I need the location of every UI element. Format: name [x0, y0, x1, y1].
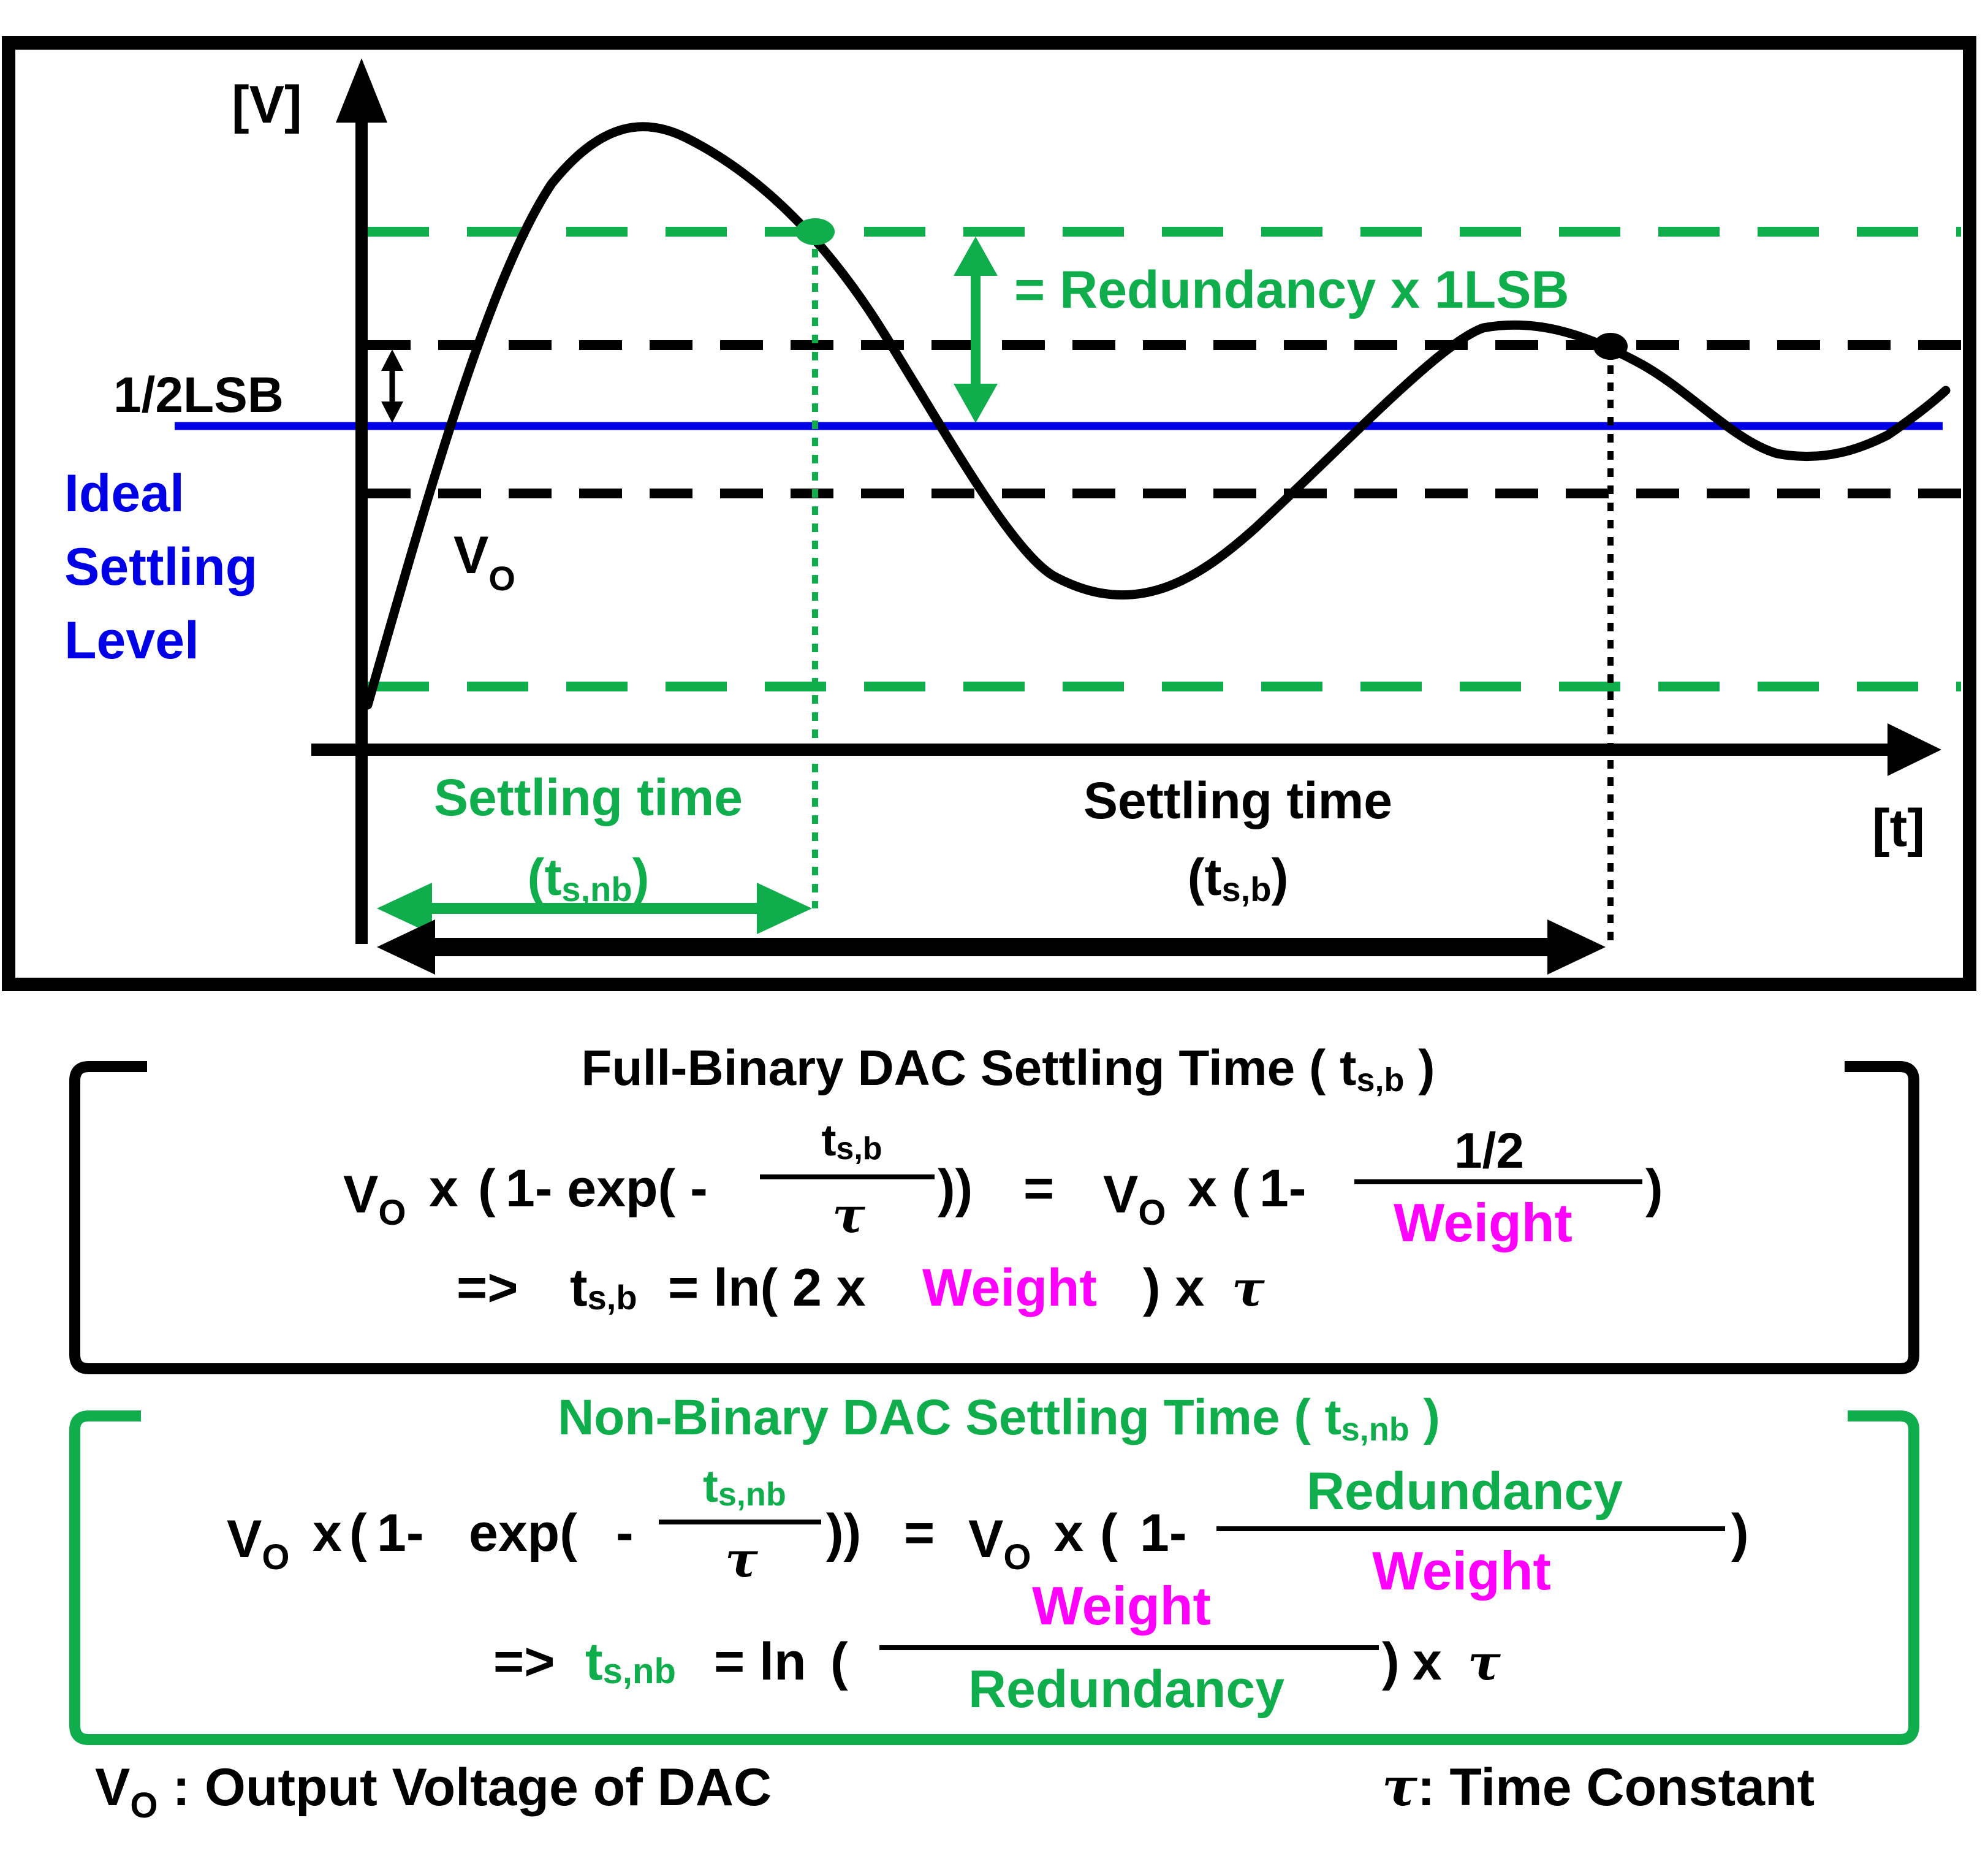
half-lsb-arrow-top-head: [381, 349, 403, 371]
full-binary-bracket: [69, 1061, 1919, 1374]
svg-text:): ): [1382, 1632, 1400, 1691]
svg-text:exp(: exp(: [469, 1504, 577, 1562]
svg-text:ts,nb: ts,nb: [585, 1632, 676, 1691]
ideal-label-line2: Settling: [64, 538, 257, 596]
redundancy-arrow-top-head: [954, 237, 998, 276]
non-binary-equation-1: VO x ( 1- exp( - ts,nb τ )) = VO x ( 1- …: [227, 1461, 1749, 1601]
svg-text:) x: ) x: [1143, 1258, 1205, 1317]
b-settling-label-line1: Settling time: [1083, 772, 1392, 829]
vo-label: VO: [453, 526, 515, 598]
half-lsb-arrow-bottom-head: [381, 401, 403, 423]
svg-text:(: (: [830, 1632, 848, 1691]
redundancy-arrow-bottom-head: [954, 384, 998, 423]
svg-text:Redundancy: Redundancy: [968, 1660, 1284, 1719]
svg-text:x: x: [1188, 1159, 1217, 1218]
svg-text:1-: 1-: [1140, 1504, 1186, 1562]
svg-text:Redundancy: Redundancy: [1307, 1462, 1623, 1521]
svg-text:Weight: Weight: [1394, 1192, 1573, 1253]
svg-text:1- exp( -: 1- exp( -: [506, 1159, 708, 1218]
svg-text:1/2: 1/2: [1454, 1123, 1524, 1179]
svg-text:= ln: = ln: [714, 1632, 806, 1691]
half-lsb-label: 1/2LSB: [113, 367, 284, 423]
b-span-right-head: [1547, 919, 1606, 975]
vo-waveform: [363, 122, 1951, 710]
vo-definition: VO : Output Voltage of DAC: [95, 1758, 772, 1825]
svg-text:VO: VO: [968, 1510, 1031, 1577]
b-settling-point: [1593, 333, 1628, 360]
b-settling-label-line2: (ts,b): [1188, 848, 1289, 908]
non-binary-title: Non-Binary DAC Settling Time ( ts,nb ): [558, 1390, 1440, 1448]
svg-text:x: x: [1413, 1632, 1442, 1691]
svg-text:(: (: [349, 1504, 367, 1562]
y-axis-label: [V]: [232, 75, 302, 134]
svg-text:VO: VO: [227, 1510, 290, 1577]
svg-text:x: x: [429, 1159, 458, 1218]
svg-text:τ: τ: [1232, 1260, 1265, 1317]
svg-text:Weight: Weight: [1032, 1575, 1211, 1636]
svg-text:x: x: [313, 1504, 342, 1562]
svg-text:1-: 1-: [377, 1504, 423, 1562]
redundancy-label: = Redundancy x 1LSB: [1014, 261, 1569, 319]
non-binary-bracket: [69, 1410, 1919, 1745]
svg-text:ts,b: ts,b: [821, 1116, 882, 1166]
svg-text:(: (: [478, 1159, 496, 1218]
svg-text:=: =: [1023, 1159, 1054, 1218]
graph-frame: [2, 36, 1976, 991]
svg-text:τ: τ: [832, 1186, 865, 1244]
tau-definition: τ: Time Constant: [1382, 1756, 1815, 1818]
x-axis-label: [t]: [1872, 799, 1925, 858]
svg-text:x: x: [1054, 1504, 1083, 1562]
svg-text:): ): [1645, 1159, 1663, 1218]
full-binary-equation-1: VO x ( 1- exp( - ts,b τ )) = VO x ( 1- 1…: [343, 1116, 1663, 1253]
svg-text:): ): [1731, 1504, 1749, 1562]
ideal-label-line1: Ideal: [64, 464, 184, 523]
svg-text:= ln( 2 x: = ln( 2 x: [668, 1258, 866, 1317]
svg-text:τ: τ: [725, 1531, 758, 1588]
x-axis-arrowhead: [1887, 723, 1941, 776]
svg-text:=>: =>: [457, 1258, 518, 1317]
svg-text:Weight: Weight: [1372, 1540, 1551, 1601]
svg-text:)): )): [938, 1159, 973, 1218]
nb-span-right-head: [757, 883, 812, 934]
svg-text:VO: VO: [1103, 1165, 1166, 1233]
svg-text:ts,b: ts,b: [570, 1258, 637, 1317]
svg-text:(: (: [1100, 1504, 1118, 1562]
svg-text:Weight: Weight: [922, 1258, 1097, 1317]
svg-text:1-: 1-: [1259, 1159, 1306, 1218]
nb-span-left-head: [377, 883, 432, 934]
ideal-label-line3: Level: [64, 611, 199, 670]
non-binary-equation-2: => ts,nb = ln ( Weight Redundancy ) x τ: [493, 1575, 1501, 1719]
svg-text:=>: =>: [493, 1632, 555, 1691]
nb-settling-point: [795, 218, 835, 245]
svg-text:=: =: [904, 1504, 935, 1562]
svg-text:-: -: [616, 1504, 634, 1562]
svg-text:ts,nb: ts,nb: [703, 1461, 786, 1513]
full-binary-title: Full-Binary DAC Settling Time ( ts,b ): [581, 1040, 1435, 1098]
svg-text:VO: VO: [343, 1165, 406, 1233]
b-span-left-head: [377, 919, 435, 975]
full-binary-equation-2: => ts,b = ln( 2 x Weight ) x τ: [457, 1258, 1265, 1317]
nb-settling-label-line1: Settling time: [434, 769, 743, 826]
nb-settling-label-line2: (ts,nb): [527, 848, 649, 908]
svg-text:(: (: [1232, 1159, 1250, 1218]
svg-text:τ: τ: [1468, 1634, 1501, 1691]
y-axis-arrowhead: [336, 58, 387, 123]
svg-text:)): )): [826, 1504, 861, 1562]
